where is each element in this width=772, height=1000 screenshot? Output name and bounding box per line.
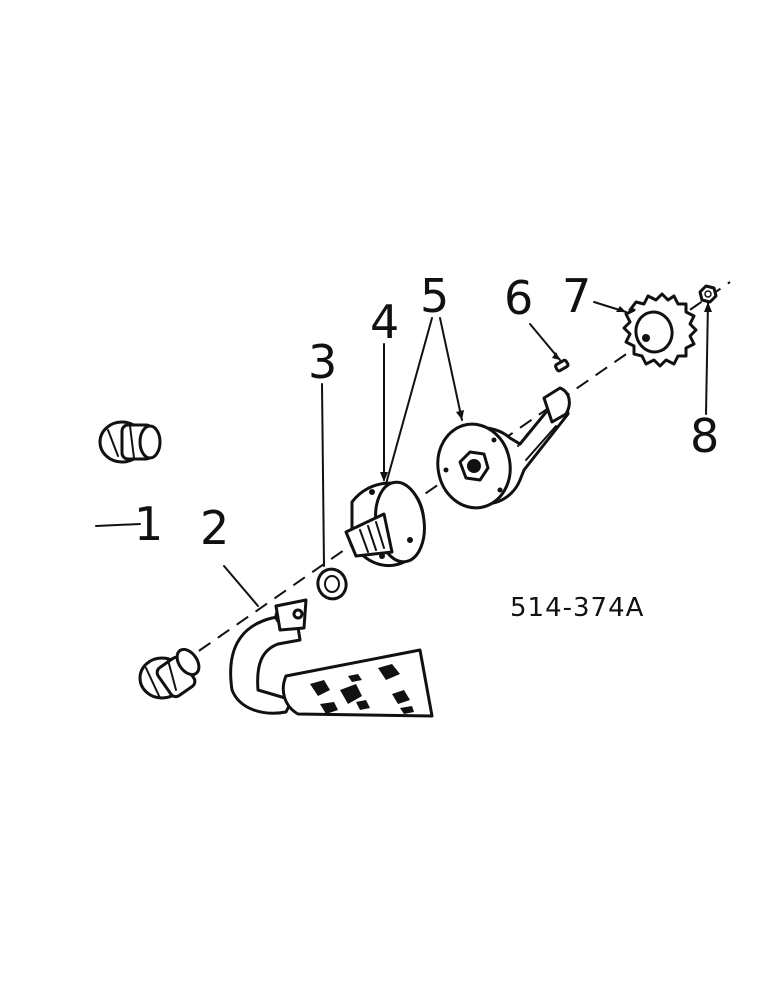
callout-3: 3: [308, 335, 337, 389]
pump-body-part[interactable]: [431, 386, 571, 514]
drawing-code: 514-374A: [510, 593, 644, 623]
leader-5b: [439, 317, 463, 421]
pickup-tube-part[interactable]: [229, 598, 434, 718]
pump-cover-part[interactable]: [344, 479, 429, 568]
callout-2: 2: [200, 501, 229, 555]
nut-part[interactable]: [698, 284, 718, 304]
gear-part[interactable]: [622, 292, 698, 368]
callout-5: 5: [420, 269, 449, 323]
o-ring-part[interactable]: [314, 565, 351, 603]
leader-2: [223, 565, 259, 607]
leader-3: [321, 383, 325, 567]
leader-1: [95, 523, 141, 527]
callout-1: 1: [134, 497, 163, 551]
oil-tube-part[interactable]: [77, 420, 204, 700]
callout-6: 6: [504, 271, 533, 325]
leader-lines: [95, 301, 712, 607]
callout-8: 8: [690, 409, 719, 463]
key-part[interactable]: [554, 358, 570, 373]
leader-5a: [385, 317, 433, 485]
callout-4: 4: [370, 295, 399, 349]
callout-7: 7: [562, 269, 591, 323]
leader-8: [705, 301, 709, 415]
